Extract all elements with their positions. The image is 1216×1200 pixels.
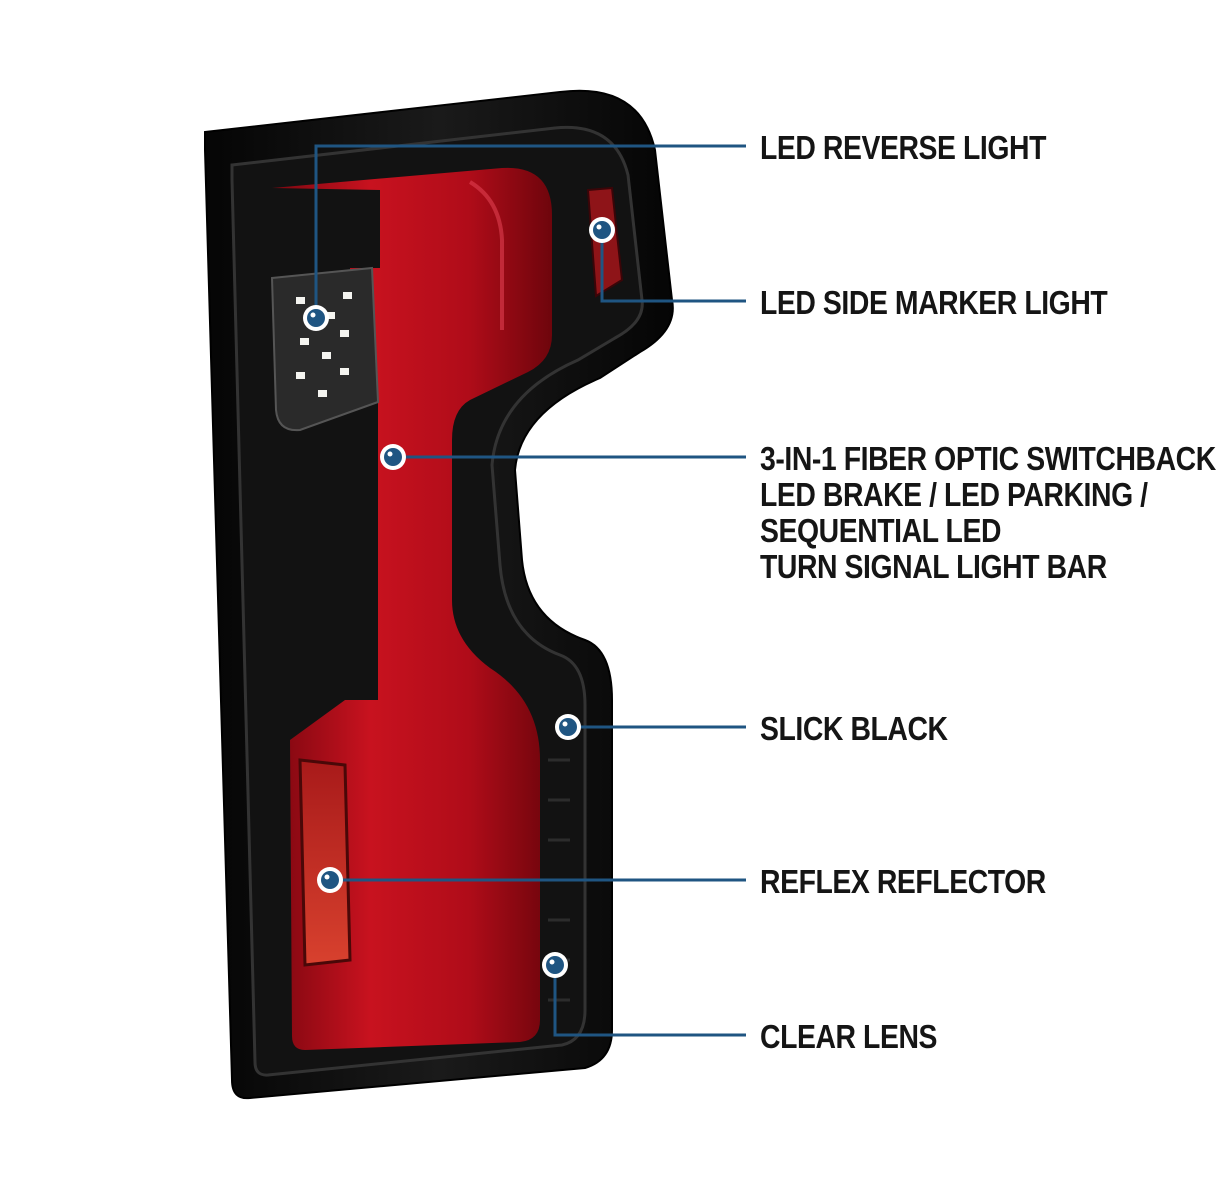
callout-label-reflex-reflector: REFLEX REFLECTOR <box>760 863 1046 900</box>
callout-dot-icon <box>555 714 581 740</box>
red-bar-highlight <box>468 180 504 330</box>
callout-line-reverse <box>314 144 746 318</box>
callout-dots <box>303 217 615 978</box>
fiber-optic-line-2: LED BRAKE / LED PARKING / <box>760 476 1148 513</box>
fiber-optic-line-4: TURN SIGNAL LIGHT BAR <box>760 548 1107 585</box>
callout-line-clear-lens <box>553 965 746 1037</box>
callout-label-reverse-light: LED REVERSE LIGHT <box>760 129 1046 166</box>
callout-dot-icon <box>542 952 568 978</box>
callout-dot-icon <box>589 217 615 243</box>
callout-dot-icon <box>317 867 343 893</box>
callout-dot-icon <box>380 444 406 470</box>
reverse-led-chips <box>296 292 352 397</box>
callout-label-fiber-optic: 3-IN-1 FIBER OPTIC SWITCHBACK LED BRAKE … <box>760 441 1216 585</box>
callout-dot-icon <box>303 305 329 331</box>
callout-label-slick-black: SLICK BLACK <box>760 710 948 747</box>
reflex-reflector-lens <box>298 758 352 967</box>
callout-lines <box>314 144 746 1037</box>
callout-label-clear-lens: CLEAR LENS <box>760 1018 938 1055</box>
reverse-light-block <box>270 266 380 432</box>
fiber-optic-line-3: SEQUENTIAL LED <box>760 512 1002 549</box>
callout-line-side-marker <box>600 230 746 303</box>
callout-label-side-marker: LED SIDE MARKER LIGHT <box>760 284 1108 321</box>
fiber-optic-line-1: 3-IN-1 FIBER OPTIC SWITCHBACK <box>760 440 1216 477</box>
